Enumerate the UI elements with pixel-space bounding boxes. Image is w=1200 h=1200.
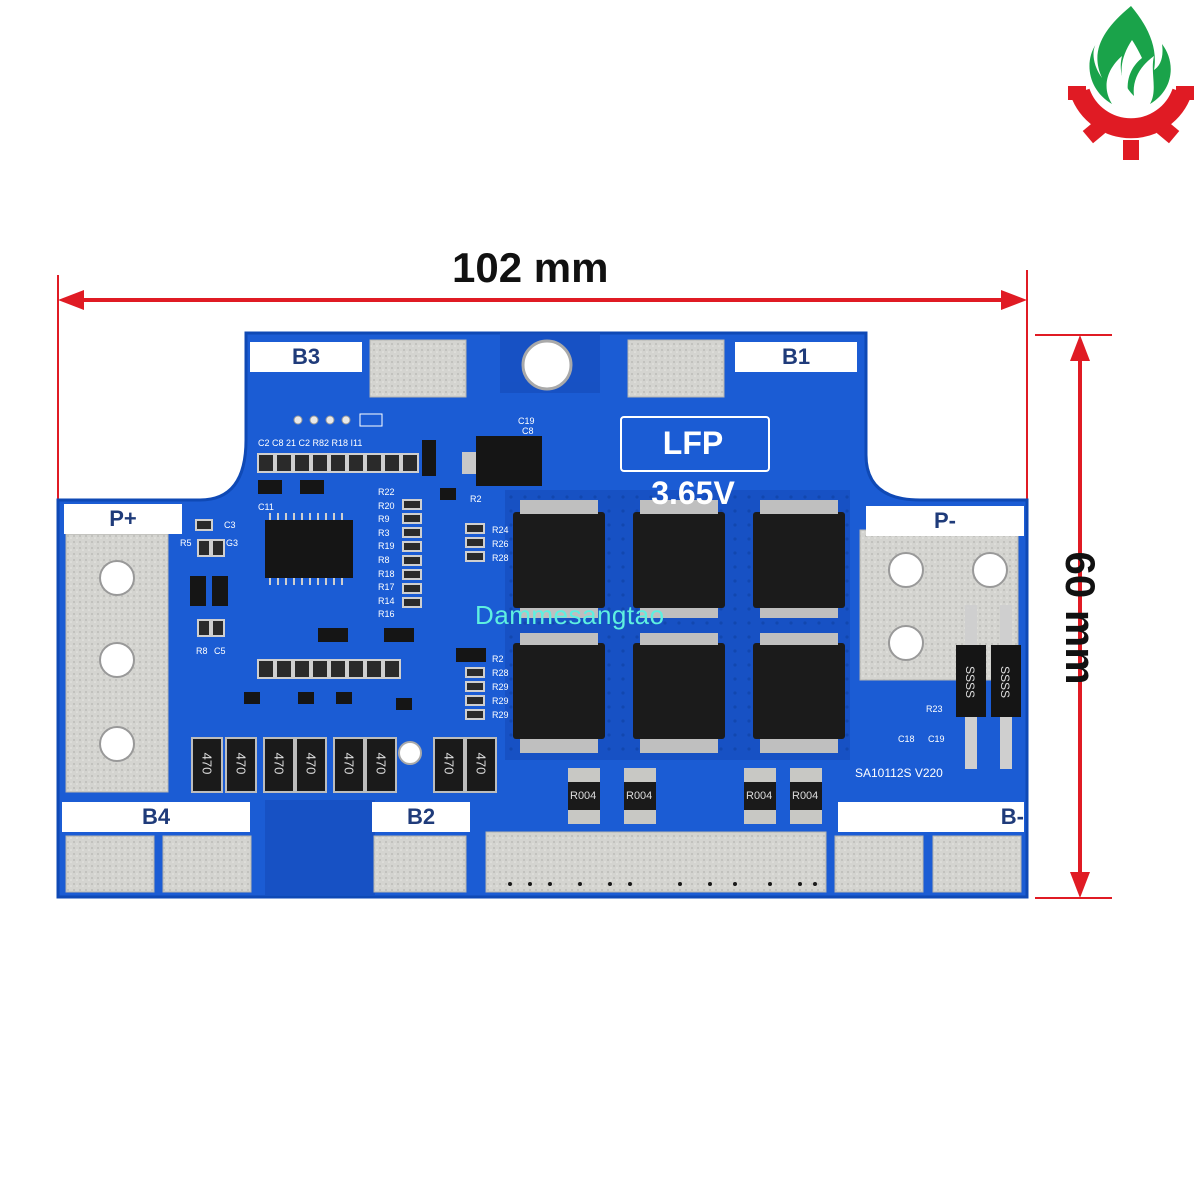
silk-label: R8: [378, 554, 390, 565]
silk-c11: C11: [258, 502, 274, 512]
silk-c18: C18: [898, 734, 915, 744]
diode-label: SSSS: [998, 665, 1013, 699]
silk-label: R26: [492, 539, 509, 549]
company-logo: [1062, 0, 1200, 165]
silk-r2: R2: [470, 494, 482, 504]
pad-label-b-minus: B-: [838, 802, 1024, 832]
silk-label: R3: [378, 527, 390, 538]
capacitor-label: 470: [373, 752, 389, 775]
silk-label: R2: [492, 654, 504, 664]
watermark: Dammesangtao: [475, 600, 665, 630]
capacitor-label: 470: [303, 752, 319, 775]
pad-label-b3: B3: [250, 342, 362, 372]
silk-label: R17: [378, 582, 395, 593]
capacitor-label: 470: [441, 752, 457, 775]
silk-c8: C8: [522, 426, 534, 436]
silk-c19: C19: [518, 416, 535, 426]
silk-c5: C5: [214, 646, 226, 656]
pad-label-p-minus: P-: [866, 506, 1024, 536]
silk-label: R29: [492, 682, 509, 692]
shunt-resistor-label: R004: [570, 790, 597, 802]
pad-label-p-plus: P+: [64, 504, 182, 534]
board-title-plate: [620, 416, 770, 472]
shunt-resistor-label: R004: [792, 790, 819, 802]
capacitor-label: 470: [271, 752, 287, 775]
silk-label: R19: [378, 541, 395, 552]
pad-label-b2: B2: [372, 802, 470, 832]
silk-label: R14: [378, 595, 395, 606]
silk-label: R20: [378, 500, 395, 511]
silk-r5: R5: [180, 538, 192, 548]
silk-label: R28: [492, 668, 509, 678]
shunt-resistor-label: R004: [626, 790, 653, 802]
silk-top-row: C2 C8 21 C2 R82 R18 I11: [258, 438, 363, 448]
silk-label: R29: [492, 710, 509, 720]
silk-label: R22: [378, 487, 395, 497]
silk-label: R28: [492, 553, 509, 563]
diode-label: SSSS: [963, 665, 978, 699]
silk-c3-left: C3: [224, 520, 236, 530]
silk-label: R18: [378, 568, 395, 579]
silk-label: R16: [378, 609, 395, 620]
capacitor-label: 470: [233, 752, 249, 775]
board-title: LFP 3.65V: [651, 425, 735, 511]
silk-r8: R8: [196, 646, 208, 656]
mosfet-array: [513, 500, 845, 753]
capacitor-label: 470: [473, 752, 489, 775]
pad-label-b1: B1: [735, 342, 857, 372]
shunt-resistor-label: R004: [746, 790, 773, 802]
capacitor-label: 470: [341, 752, 357, 775]
silk-c19b: C19: [928, 734, 945, 744]
silk-r23: R23: [926, 704, 943, 714]
board-model: SA10112S V220: [855, 766, 943, 780]
silk-g3: G3: [226, 538, 239, 548]
silk-label: R29: [492, 696, 509, 706]
silk-label: R24: [492, 525, 509, 535]
pad-label-b4: B4: [62, 802, 250, 832]
capacitor-label: 470: [199, 752, 215, 775]
width-dimension-label: 102 mm: [452, 244, 609, 291]
silk-label: R9: [378, 514, 390, 525]
